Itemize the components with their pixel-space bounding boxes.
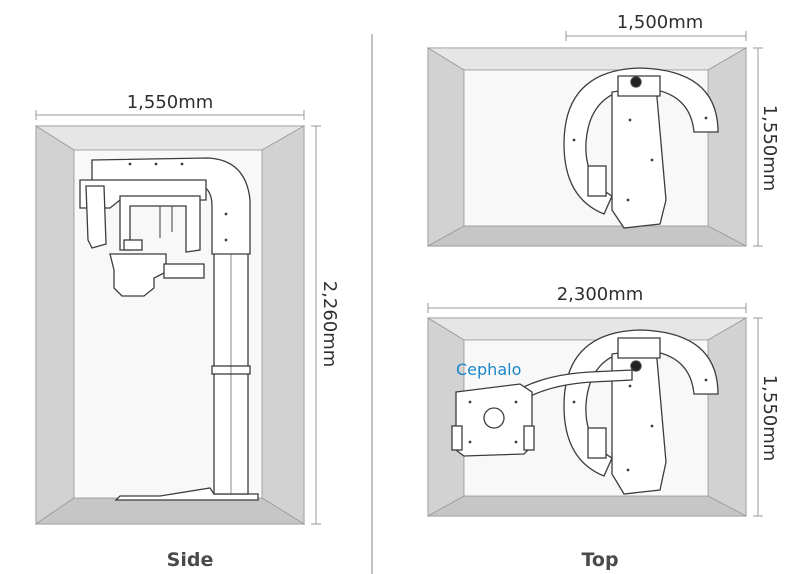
side-view-label: Side: [167, 549, 214, 571]
top-ceph-depth-dimension: 1,550mm: [759, 375, 780, 462]
xray-unit-top-standard: [563, 67, 719, 229]
top-ceph-width-dimension: 2,300mm: [557, 284, 644, 305]
side-width-dimension: 1,550mm: [127, 92, 214, 113]
top-view-cephalo: 2,300mm 1,550mm: [426, 284, 780, 571]
top-ceph-depth-dimension-line: [753, 317, 763, 517]
xray-unit-side: [79, 157, 259, 501]
side-width-dimension-line: [35, 110, 305, 120]
side-height-dimension-line: [311, 125, 321, 525]
cephalo-label: Cephalo: [456, 360, 521, 379]
top-room-standard: [426, 47, 748, 247]
top-standard-depth-dimension-line: [753, 47, 763, 247]
top-view-standard: 1,500mm 1,550mm: [426, 12, 780, 247]
top-standard-width-dimension-line: [565, 31, 747, 41]
top-standard-depth-dimension: 1,550mm: [759, 105, 780, 192]
xray-unit-top-cephalo: [563, 329, 719, 495]
side-view: 1,550mm 2,260mm: [34, 92, 340, 571]
top-ceph-width-dimension-line: [427, 303, 747, 313]
top-view-label: Top: [581, 549, 618, 571]
top-standard-width-dimension: 1,500mm: [617, 12, 704, 33]
side-height-dimension: 2,260mm: [319, 281, 340, 368]
cephalo-attachment: [451, 369, 633, 457]
